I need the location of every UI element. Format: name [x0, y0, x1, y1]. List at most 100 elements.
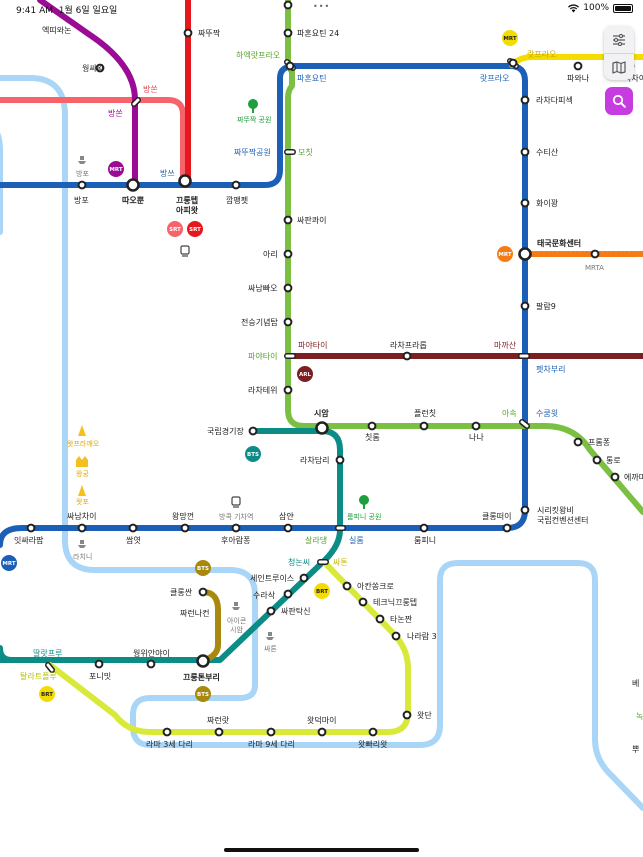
station-thailand-cultural-centre[interactable]: [518, 247, 532, 261]
station-lat-phrao[interactable]: [508, 58, 518, 68]
line-teal: [0, 428, 343, 663]
station-national-stadium[interactable]: [248, 426, 258, 436]
station-bangpho[interactable]: [77, 180, 87, 190]
wifi-icon: [568, 3, 580, 12]
station-khlong-san[interactable]: [198, 587, 208, 597]
station-phahon-yothin-24[interactable]: [283, 0, 293, 10]
station-phra-ram-9[interactable]: [520, 301, 530, 311]
search-button[interactable]: [605, 87, 633, 115]
label-thanon-chan: 타논짠: [390, 614, 413, 624]
station-khlong-toei[interactable]: [502, 523, 512, 533]
station-phrom-phong[interactable]: [573, 437, 583, 447]
badges: MRT SRT SRT ARL BTS MRT MRT BRT BTS BTS …: [1, 30, 518, 702]
station-hua-lamphong[interactable]: [231, 523, 241, 533]
svg-text:BTS: BTS: [247, 452, 259, 458]
battery-icon: [613, 3, 633, 13]
label-chitlom: 칫롬: [365, 433, 380, 442]
label-yaek-tiwanon: 엑띠와논: [42, 25, 71, 35]
station-sam-yot[interactable]: [128, 523, 138, 533]
station-sanam-chai[interactable]: [77, 523, 87, 533]
label-krung-thon-buri: 끄룽톤부리: [183, 672, 220, 682]
station-krung-thon-buri[interactable]: [196, 654, 210, 668]
boat-icon: [266, 632, 274, 640]
badge-bts-olive-2: BTS: [195, 686, 211, 702]
station-phahon-yothin[interactable]: [285, 61, 295, 71]
label-saphan-khwai: 싸판콰이: [297, 215, 326, 225]
label-phahon-yothin: 파혼요틴: [297, 73, 326, 83]
station-ari[interactable]: [283, 249, 293, 259]
label-right-edge-2: 녹: [636, 712, 643, 721]
station-qsncc[interactable]: [520, 505, 530, 515]
station-ploenchit[interactable]: [419, 421, 429, 431]
tree-icon: [359, 495, 369, 509]
label-sala-daeng: 살라댕: [305, 535, 327, 545]
station-siam[interactable]: [315, 421, 329, 435]
label-surasak: 수라삭: [253, 590, 276, 600]
home-indicator[interactable]: [224, 848, 419, 852]
station-wongwian-yai[interactable]: [146, 659, 156, 669]
badge-mrt-yellow: MRT: [502, 30, 518, 46]
label-wongwian-yai: 웡위안야이: [133, 648, 170, 658]
station-thanon-chan[interactable]: [375, 614, 385, 624]
station-rama-3-bridge[interactable]: [162, 727, 172, 737]
station-wat-dokmai[interactable]: [317, 727, 327, 737]
label-qsncc-2: 국립컨벤션센터: [537, 515, 589, 525]
label-phahon-yothin-24: 파혼요틴 24: [297, 28, 339, 38]
station-chitlom[interactable]: [367, 421, 377, 431]
station-huai-khwang[interactable]: [520, 198, 530, 208]
station-mrta[interactable]: [590, 249, 600, 259]
station-saphan-taksin[interactable]: [266, 606, 276, 616]
station-technic[interactable]: [358, 597, 368, 607]
label-sam-yan: 삼얀: [279, 511, 294, 521]
battery-percent: 100%: [583, 3, 609, 13]
station-charoen-rat[interactable]: [214, 727, 224, 737]
multitask-dots[interactable]: •••: [313, 2, 331, 11]
station-akhan-songkhro[interactable]: [342, 581, 352, 591]
svg-text:SRT: SRT: [189, 227, 201, 233]
station-ratchadaphisek[interactable]: [520, 95, 530, 105]
label-right-edge-3: 뿌: [632, 745, 639, 754]
station-victory-monument[interactable]: [283, 317, 293, 327]
label-ploenchit: 플런칫: [414, 408, 436, 418]
station-ratchadamri[interactable]: [335, 455, 345, 465]
line-teal-left: [0, 645, 15, 663]
label-chong-nonsi: 청논씨: [288, 558, 310, 567]
station-kamphaeng-phet[interactable]: [231, 180, 241, 190]
station-thong-lo[interactable]: [592, 455, 602, 465]
station-rama-9-bridge[interactable]: [266, 727, 276, 737]
filter-button[interactable]: [604, 26, 634, 53]
label-bangpho: 방포: [74, 195, 89, 205]
station-chatuchak-red[interactable]: [183, 28, 193, 38]
station-phawana[interactable]: [573, 61, 583, 71]
station-wang-burapha[interactable]: [180, 523, 190, 533]
station-sutthisan[interactable]: [520, 147, 530, 157]
train-icon: [180, 245, 190, 257]
station-wongsawang[interactable]: [95, 63, 105, 73]
station-saphan-khwai[interactable]: [283, 215, 293, 225]
station-nana[interactable]: [471, 421, 481, 431]
label-chatuchak-park-blue: 짜뚜짝공원: [234, 147, 271, 157]
map-view-button[interactable]: [604, 53, 634, 81]
line-purple: [37, 0, 138, 188]
stations[interactable]: [26, 0, 635, 737]
station-wat-dan[interactable]: [402, 710, 412, 720]
tree-icon: [248, 99, 258, 113]
station-sam-yan[interactable]: [283, 523, 293, 533]
station-ratchaprarop[interactable]: [402, 351, 412, 361]
label-bangsue-line: 방쓰: [160, 168, 175, 178]
station-ekkamai[interactable]: [610, 472, 620, 482]
station-surasak[interactable]: [283, 589, 293, 599]
station-sanam-pao[interactable]: [283, 283, 293, 293]
temple-icon: [78, 485, 86, 496]
station-itsaraphap[interactable]: [26, 523, 36, 533]
station-nara-ram-3[interactable]: [391, 631, 401, 641]
station-halyeak[interactable]: [283, 28, 293, 38]
station-krung-thep-aphiwat[interactable]: [178, 174, 192, 188]
station-wat-pariwat[interactable]: [368, 727, 378, 737]
station-lumphini[interactable]: [419, 523, 429, 533]
station-pho-nimit[interactable]: [94, 659, 104, 669]
station-taopun[interactable]: [126, 178, 140, 192]
station-ratchathewi[interactable]: [283, 385, 293, 395]
station-saint-louis[interactable]: [299, 573, 309, 583]
